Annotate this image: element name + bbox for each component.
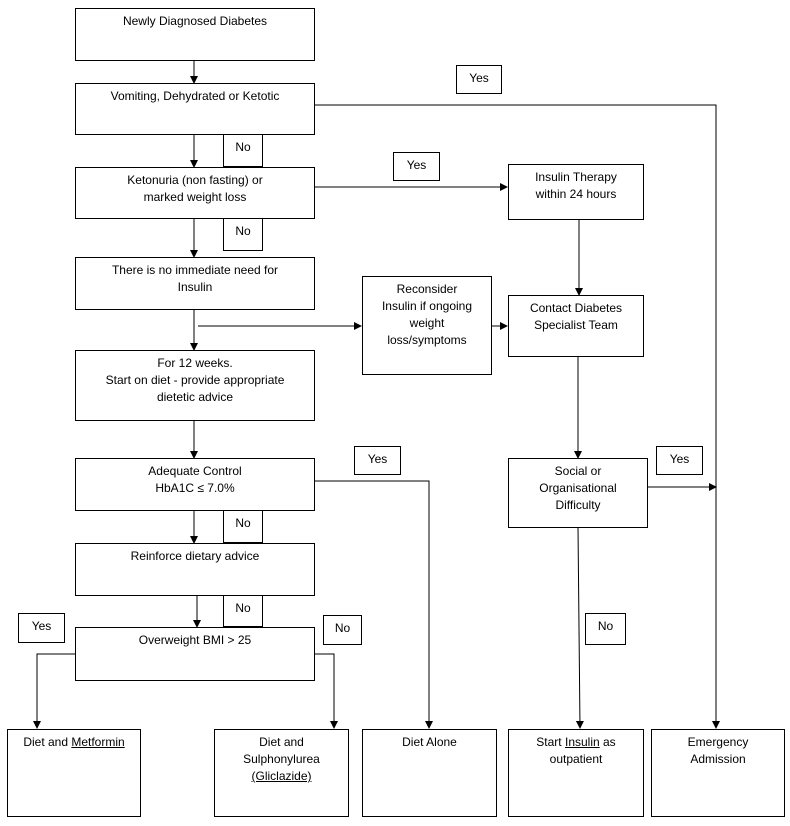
- edge-label-no-adequate: No: [223, 510, 263, 543]
- arrow-adequate-to-dietalone: [314, 480, 433, 729]
- node-text: Diet and: [259, 735, 304, 749]
- node-text-suffix: as: [599, 735, 616, 749]
- edge-label-yes-overweight: Yes: [18, 613, 65, 643]
- node-text: Diet and Metformin: [8, 734, 140, 751]
- node-reinforce: Reinforce dietary advice: [75, 543, 315, 596]
- node-social-difficulty: Social or Organisational Difficulty: [508, 458, 648, 528]
- arrow-vomiting-to-emergency: [314, 104, 720, 729]
- edge-label-no-ketonuria: No: [223, 218, 263, 251]
- node-text: For 12 weeks.: [157, 356, 233, 370]
- node-text: Sulphonylurea: [243, 752, 320, 766]
- node-text: Start Insulin as: [509, 734, 643, 751]
- node-text: Insulin Therapy: [535, 170, 617, 184]
- node-text: Overweight BMI > 25: [138, 633, 252, 647]
- edge-label-no-overweight: No: [323, 615, 362, 645]
- node-adequate-control: Adequate Control HbA1C ≤ 7.0%: [75, 458, 315, 511]
- node-text: Adequate Control: [148, 464, 242, 478]
- node-newly-diagnosed: Newly Diagnosed Diabetes: [75, 8, 315, 61]
- node-text: HbA1C ≤ 7.0%: [155, 481, 235, 495]
- node-vomiting: Vomiting, Dehydrated or Ketotic: [75, 83, 315, 135]
- node-text: Newly Diagnosed Diabetes: [122, 14, 268, 28]
- edge-label-yes-adequate: Yes: [354, 446, 401, 475]
- node-insulin-therapy: Insulin Therapy within 24 hours: [508, 164, 644, 220]
- node-text: Specialist Team: [534, 318, 618, 332]
- node-text: Ketonuria (non fasting) or: [127, 173, 263, 187]
- node-text: Diet Alone: [402, 735, 457, 749]
- drug-name: (Gliclazide): [251, 769, 312, 783]
- node-ketonuria: Ketonuria (non fasting) or marked weight…: [75, 167, 315, 219]
- arrow-social-to-startinsulin: [575, 526, 584, 729]
- node-diet-metformin: Diet and Metformin: [7, 729, 141, 817]
- node-text: weight: [409, 316, 445, 330]
- node-text: loss/symptoms: [387, 333, 467, 347]
- edge-label-yes-ketonuria: Yes: [393, 152, 440, 181]
- edge-label-yes-social: Yes: [656, 446, 703, 475]
- node-contact-team: Contact Diabetes Specialist Team: [508, 295, 644, 357]
- node-text: Admission: [690, 752, 746, 766]
- drug-name: Insulin: [564, 735, 600, 749]
- node-text: within 24 hours: [535, 187, 617, 201]
- node-no-immediate-need: There is no immediate need for Insulin: [75, 257, 315, 310]
- node-text: Reconsider: [396, 282, 458, 296]
- node-text-prefix: Diet and: [23, 735, 72, 749]
- arrow-overweight-to-metformin: [33, 653, 75, 729]
- node-text: Start on diet - provide appropriate: [105, 373, 285, 387]
- arrow-overweight-to-sulph: [314, 653, 338, 729]
- edge-label-no-vomiting: No: [223, 134, 263, 167]
- node-overweight: Overweight BMI > 25: [75, 627, 315, 681]
- node-text: Difficulty: [555, 498, 601, 512]
- edge-label-yes-vomiting: Yes: [456, 65, 502, 94]
- node-text: Insulin if ongoing: [381, 299, 473, 313]
- node-text: marked weight loss: [143, 190, 247, 204]
- node-diet-alone: Diet Alone: [362, 729, 497, 817]
- node-text: Contact Diabetes: [529, 301, 623, 315]
- node-text: Social or: [554, 464, 602, 478]
- node-text: dietetic advice: [156, 390, 234, 404]
- drug-name: Metformin: [71, 735, 125, 749]
- node-text: Organisational: [539, 481, 617, 495]
- edge-label-no-social: No: [585, 613, 626, 645]
- node-start-diet: For 12 weeks. Start on diet - provide ap…: [75, 350, 315, 421]
- node-emergency-admission: Emergency Admission: [651, 729, 785, 817]
- edge-label-no-reinforce: No: [223, 595, 263, 627]
- node-text: Reinforce dietary advice: [130, 549, 260, 563]
- node-text: Insulin: [177, 280, 213, 294]
- node-text: Vomiting, Dehydrated or Ketotic: [110, 89, 280, 103]
- node-reconsider: Reconsider Insulin if ongoing weight los…: [362, 276, 492, 375]
- node-text: There is no immediate need for: [111, 263, 279, 277]
- node-text-prefix: Start: [536, 735, 565, 749]
- node-text: Emergency: [687, 735, 749, 749]
- node-diet-sulphonylurea: Diet and Sulphonylurea (Gliclazide): [214, 729, 349, 817]
- node-text: outpatient: [549, 752, 603, 766]
- node-start-insulin: Start Insulin as outpatient: [508, 729, 644, 817]
